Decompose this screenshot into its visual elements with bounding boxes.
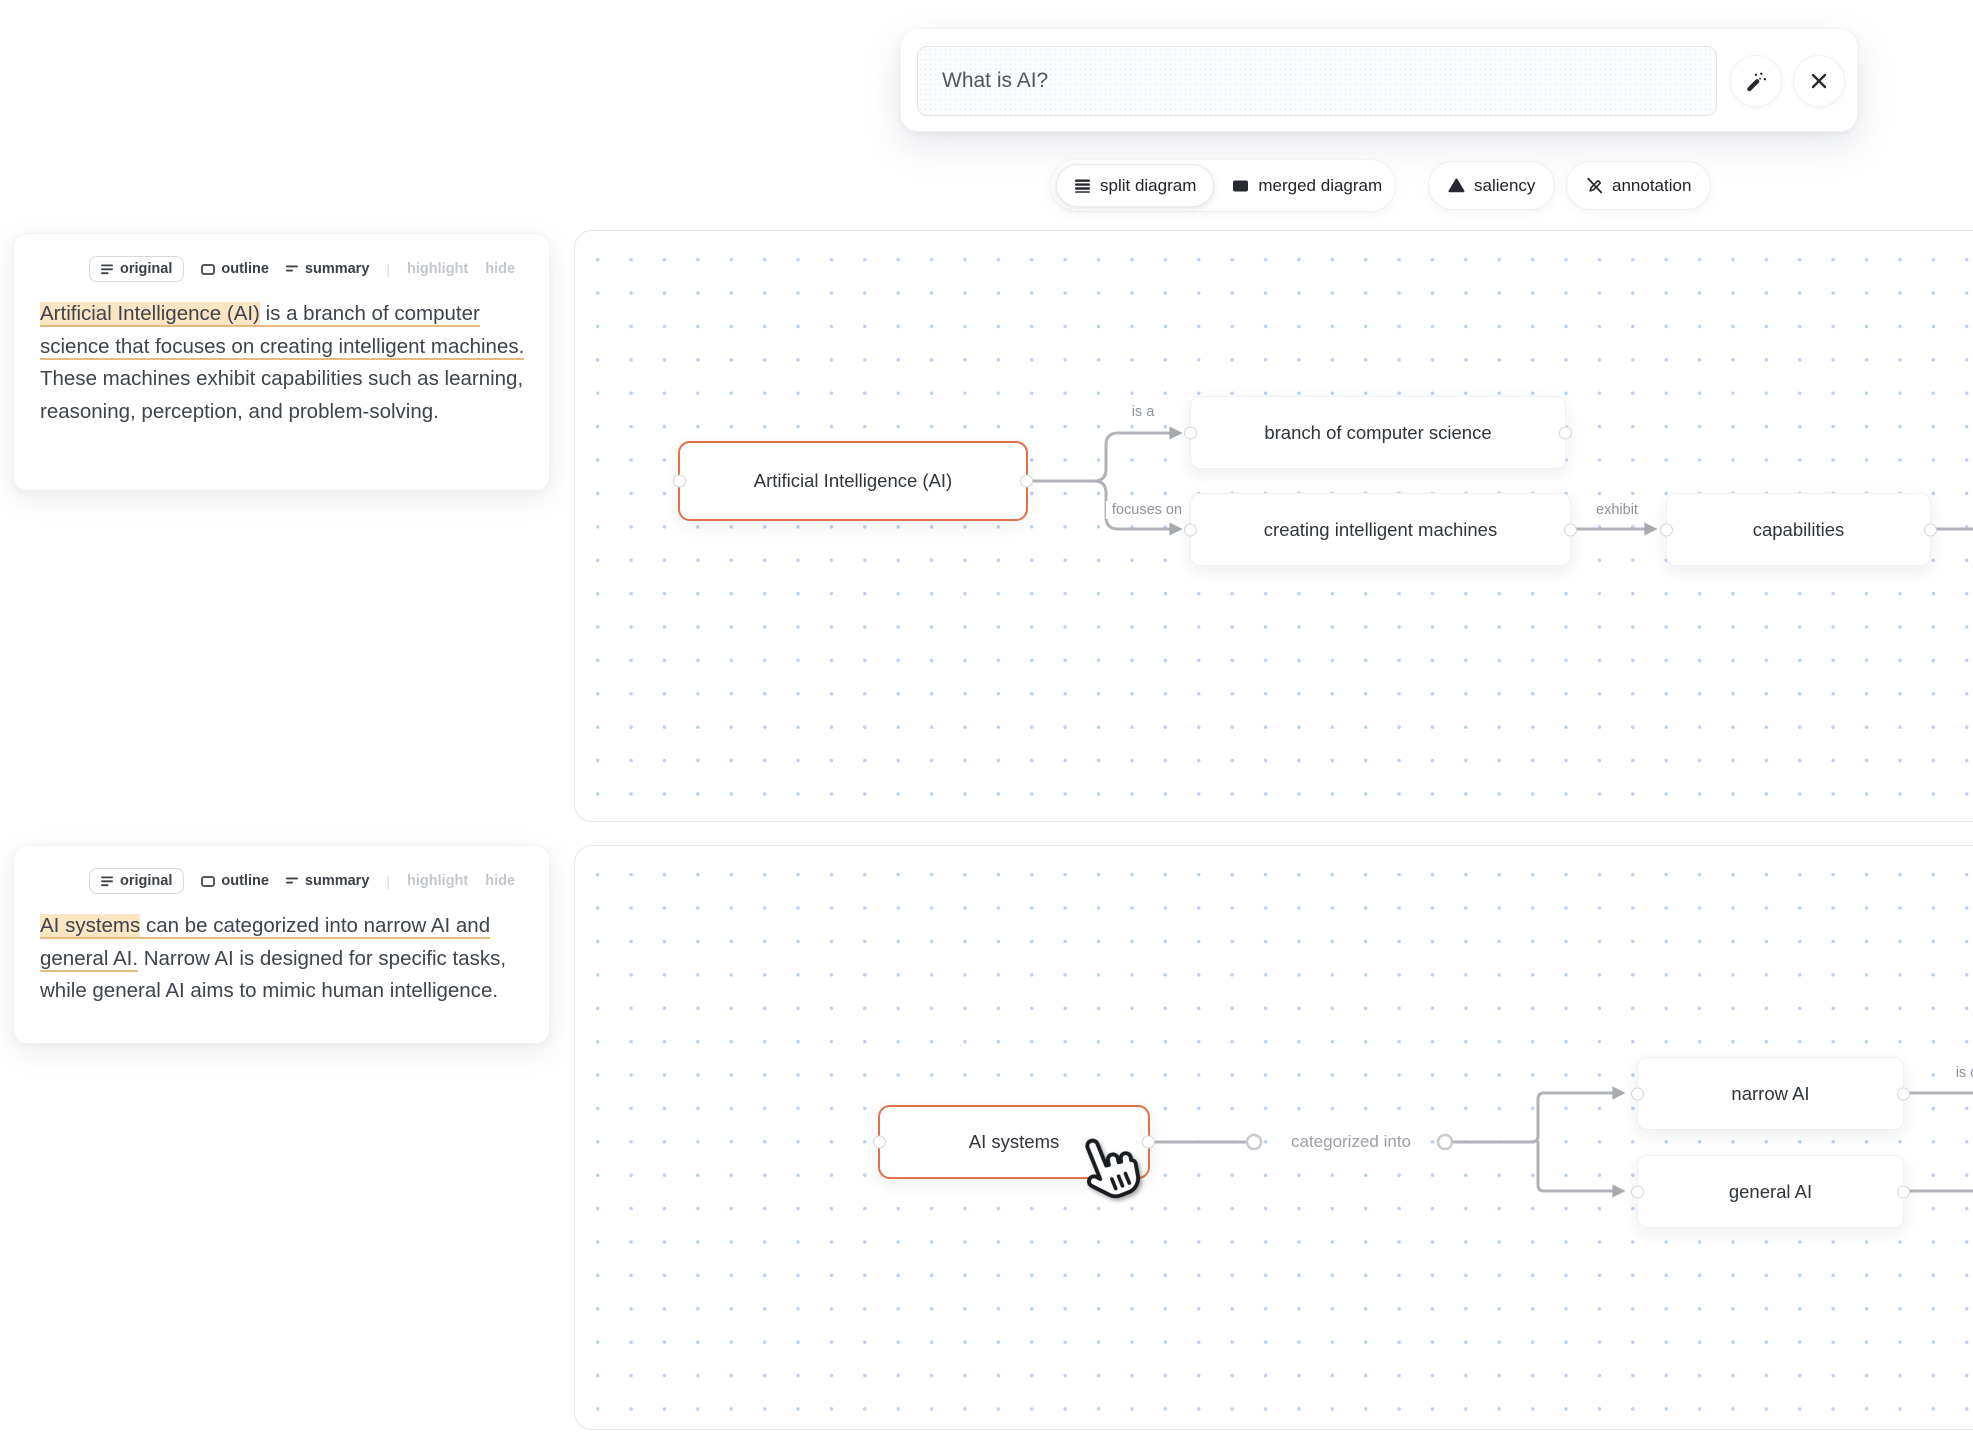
tab-hide[interactable]: hide <box>485 261 515 277</box>
card1-tabs: original outline summary | highlight <box>89 256 515 282</box>
edge-handle-dot <box>1245 1133 1263 1151</box>
saliency-icon <box>1448 178 1465 193</box>
highlighted-phrase: AI systems <box>40 914 141 937</box>
tab-highlight[interactable]: highlight <box>407 261 468 277</box>
highlighted-phrase: Artificial Intelligence (AI) <box>40 302 260 325</box>
saliency-label: saliency <box>1474 175 1536 195</box>
tab-highlight[interactable]: highlight <box>407 873 468 889</box>
magic-wand-button[interactable] <box>1730 55 1782 107</box>
align-lines-icon <box>101 264 113 274</box>
tab-highlight-label: highlight <box>407 261 469 277</box>
edge-label-is-a: is a <box>1125 403 1161 421</box>
source-text-card-1: original outline summary | highlight <box>13 233 550 491</box>
node-branch-of-computer-science[interactable]: branch of computer science <box>1190 396 1566 469</box>
tab-outline[interactable]: outline <box>201 261 269 277</box>
source-paragraph-2: AI systems can be categorized into narro… <box>40 910 528 1008</box>
underlined-phrase: can be categorized into narrow AI and ge… <box>40 914 491 970</box>
source-text-card-2: original outline summary | highlight <box>13 845 550 1044</box>
node-label: Artificial Intelligence (AI) <box>753 470 953 491</box>
question-input[interactable] <box>917 46 1717 116</box>
node-narrow-ai[interactable]: narrow AI <box>1637 1057 1904 1130</box>
plain-text: Narrow AI is designed for specific tasks… <box>40 946 507 1003</box>
tab-summary[interactable]: summary <box>285 261 370 277</box>
query-card <box>900 28 1858 132</box>
node-label: creating intelligent machines <box>1263 518 1498 540</box>
node-label: general AI <box>1728 1180 1813 1202</box>
annotation-button[interactable]: annotation <box>1566 161 1712 210</box>
diagram-canvas-2[interactable]: AI systems narrow AI general AI categori… <box>574 845 1973 1430</box>
source-paragraph-1: Artificial Intelligence (AI) is a branch… <box>40 298 528 428</box>
tab-separator: | <box>386 261 391 277</box>
summary-lines-icon <box>285 265 298 272</box>
node-capabilities[interactable]: capabilities <box>1666 493 1931 566</box>
tab-outline[interactable]: outline <box>201 873 269 889</box>
node-ai-systems[interactable]: AI systems <box>878 1105 1150 1179</box>
card2-tabs: original outline summary | highlight <box>89 868 515 894</box>
tab-original[interactable]: original <box>89 868 185 894</box>
close-icon <box>1811 73 1827 89</box>
node-label: narrow AI <box>1731 1082 1810 1104</box>
node-artificial-intelligence[interactable]: Artificial Intelligence (AI) <box>678 441 1028 521</box>
tab-original[interactable]: original <box>89 256 185 282</box>
node-general-ai[interactable]: general AI <box>1637 1155 1904 1228</box>
plain-text: These machines exhibit capabilities such… <box>40 367 524 423</box>
tab-original-label: original <box>120 873 173 889</box>
magic-wand-icon <box>1746 72 1766 91</box>
saliency-button[interactable]: saliency <box>1428 161 1556 210</box>
edge-label-categorized-into: categorized into <box>1282 1131 1420 1153</box>
split-diagram-button[interactable]: split diagram <box>1056 164 1215 207</box>
tab-highlight-label: highlight <box>407 873 469 889</box>
tab-hide[interactable]: hide <box>485 873 515 889</box>
split-diagram-icon <box>1075 179 1090 193</box>
diagram-canvas-1[interactable]: Artificial Intelligence (AI) branch of c… <box>574 230 1973 822</box>
node-label: AI systems <box>968 1131 1060 1152</box>
tab-original-label: original <box>120 261 173 277</box>
outline-rect-icon <box>201 875 216 887</box>
diagram2-edges <box>1148 1086 1973 1198</box>
outline-rect-icon <box>201 263 216 275</box>
node-label: branch of computer science <box>1264 421 1492 443</box>
node-creating-intelligent-machines[interactable]: creating intelligent machines <box>1190 493 1571 566</box>
tab-summary-label: summary <box>304 261 370 277</box>
diagram-mode-toggle: split diagram merged diagram <box>1050 159 1396 212</box>
tab-summary[interactable]: summary <box>285 873 370 889</box>
split-diagram-label: split diagram <box>1100 175 1197 195</box>
merged-diagram-button[interactable]: merged diagram <box>1214 164 1400 207</box>
edge-label-focuses-on: focuses on <box>1105 501 1189 519</box>
align-lines-icon <box>101 876 113 886</box>
tab-hide-label: hide <box>485 873 516 889</box>
annotation-slash-icon <box>1587 177 1603 194</box>
tab-outline-label: outline <box>221 873 269 889</box>
summary-lines-icon <box>285 877 298 884</box>
tab-outline-label: outline <box>221 261 269 277</box>
tab-separator: | <box>386 873 391 889</box>
annotation-label: annotation <box>1612 175 1692 195</box>
tab-summary-label: summary <box>304 873 370 889</box>
underlined-phrase: is a branch of computer science that foc… <box>40 302 525 358</box>
close-button[interactable] <box>1793 55 1845 107</box>
edge-label-exhibit: exhibit <box>1590 501 1644 519</box>
merged-diagram-label: merged diagram <box>1258 175 1383 195</box>
node-label: capabilities <box>1752 518 1845 540</box>
edge-label-partial-right: is d <box>1949 1064 1973 1082</box>
edge-handle-dot <box>1436 1133 1454 1151</box>
merged-diagram-icon <box>1233 180 1249 191</box>
tab-hide-label: hide <box>485 261 516 277</box>
